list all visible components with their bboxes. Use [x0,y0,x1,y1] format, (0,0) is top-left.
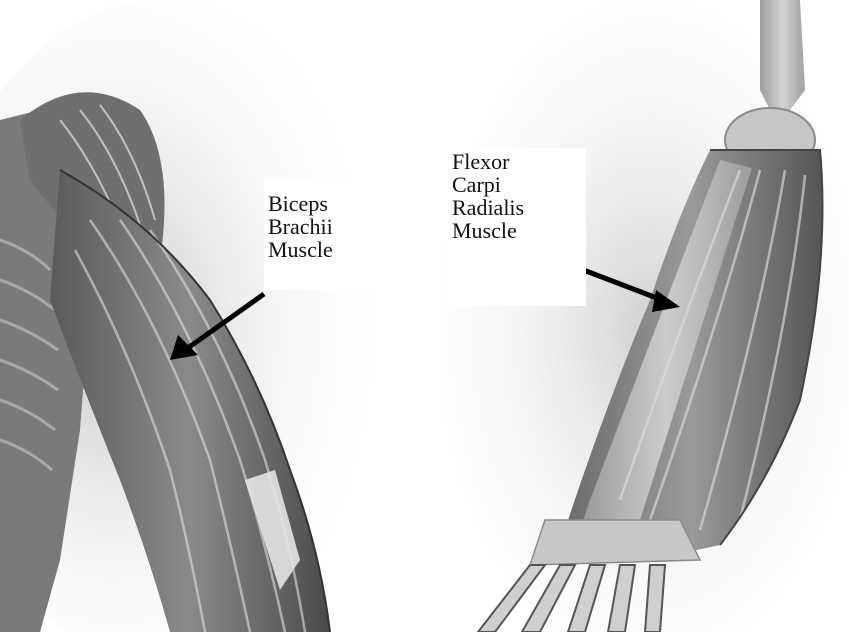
fcr-label-line1: Flexor [452,150,586,173]
biceps-brachii-label: Biceps Brachii Muscle [264,178,372,290]
fcr-label-line2: Carpi [452,173,586,196]
biceps-label-line2: Brachii [268,215,372,238]
fcr-label-line3: Radialis [452,196,586,219]
biceps-label-line3: Muscle [268,238,372,261]
flexor-carpi-radialis-label: Flexor Carpi Radialis Muscle [448,148,586,306]
fcr-label-line4: Muscle [452,219,586,242]
biceps-label-line1: Biceps [268,192,372,215]
